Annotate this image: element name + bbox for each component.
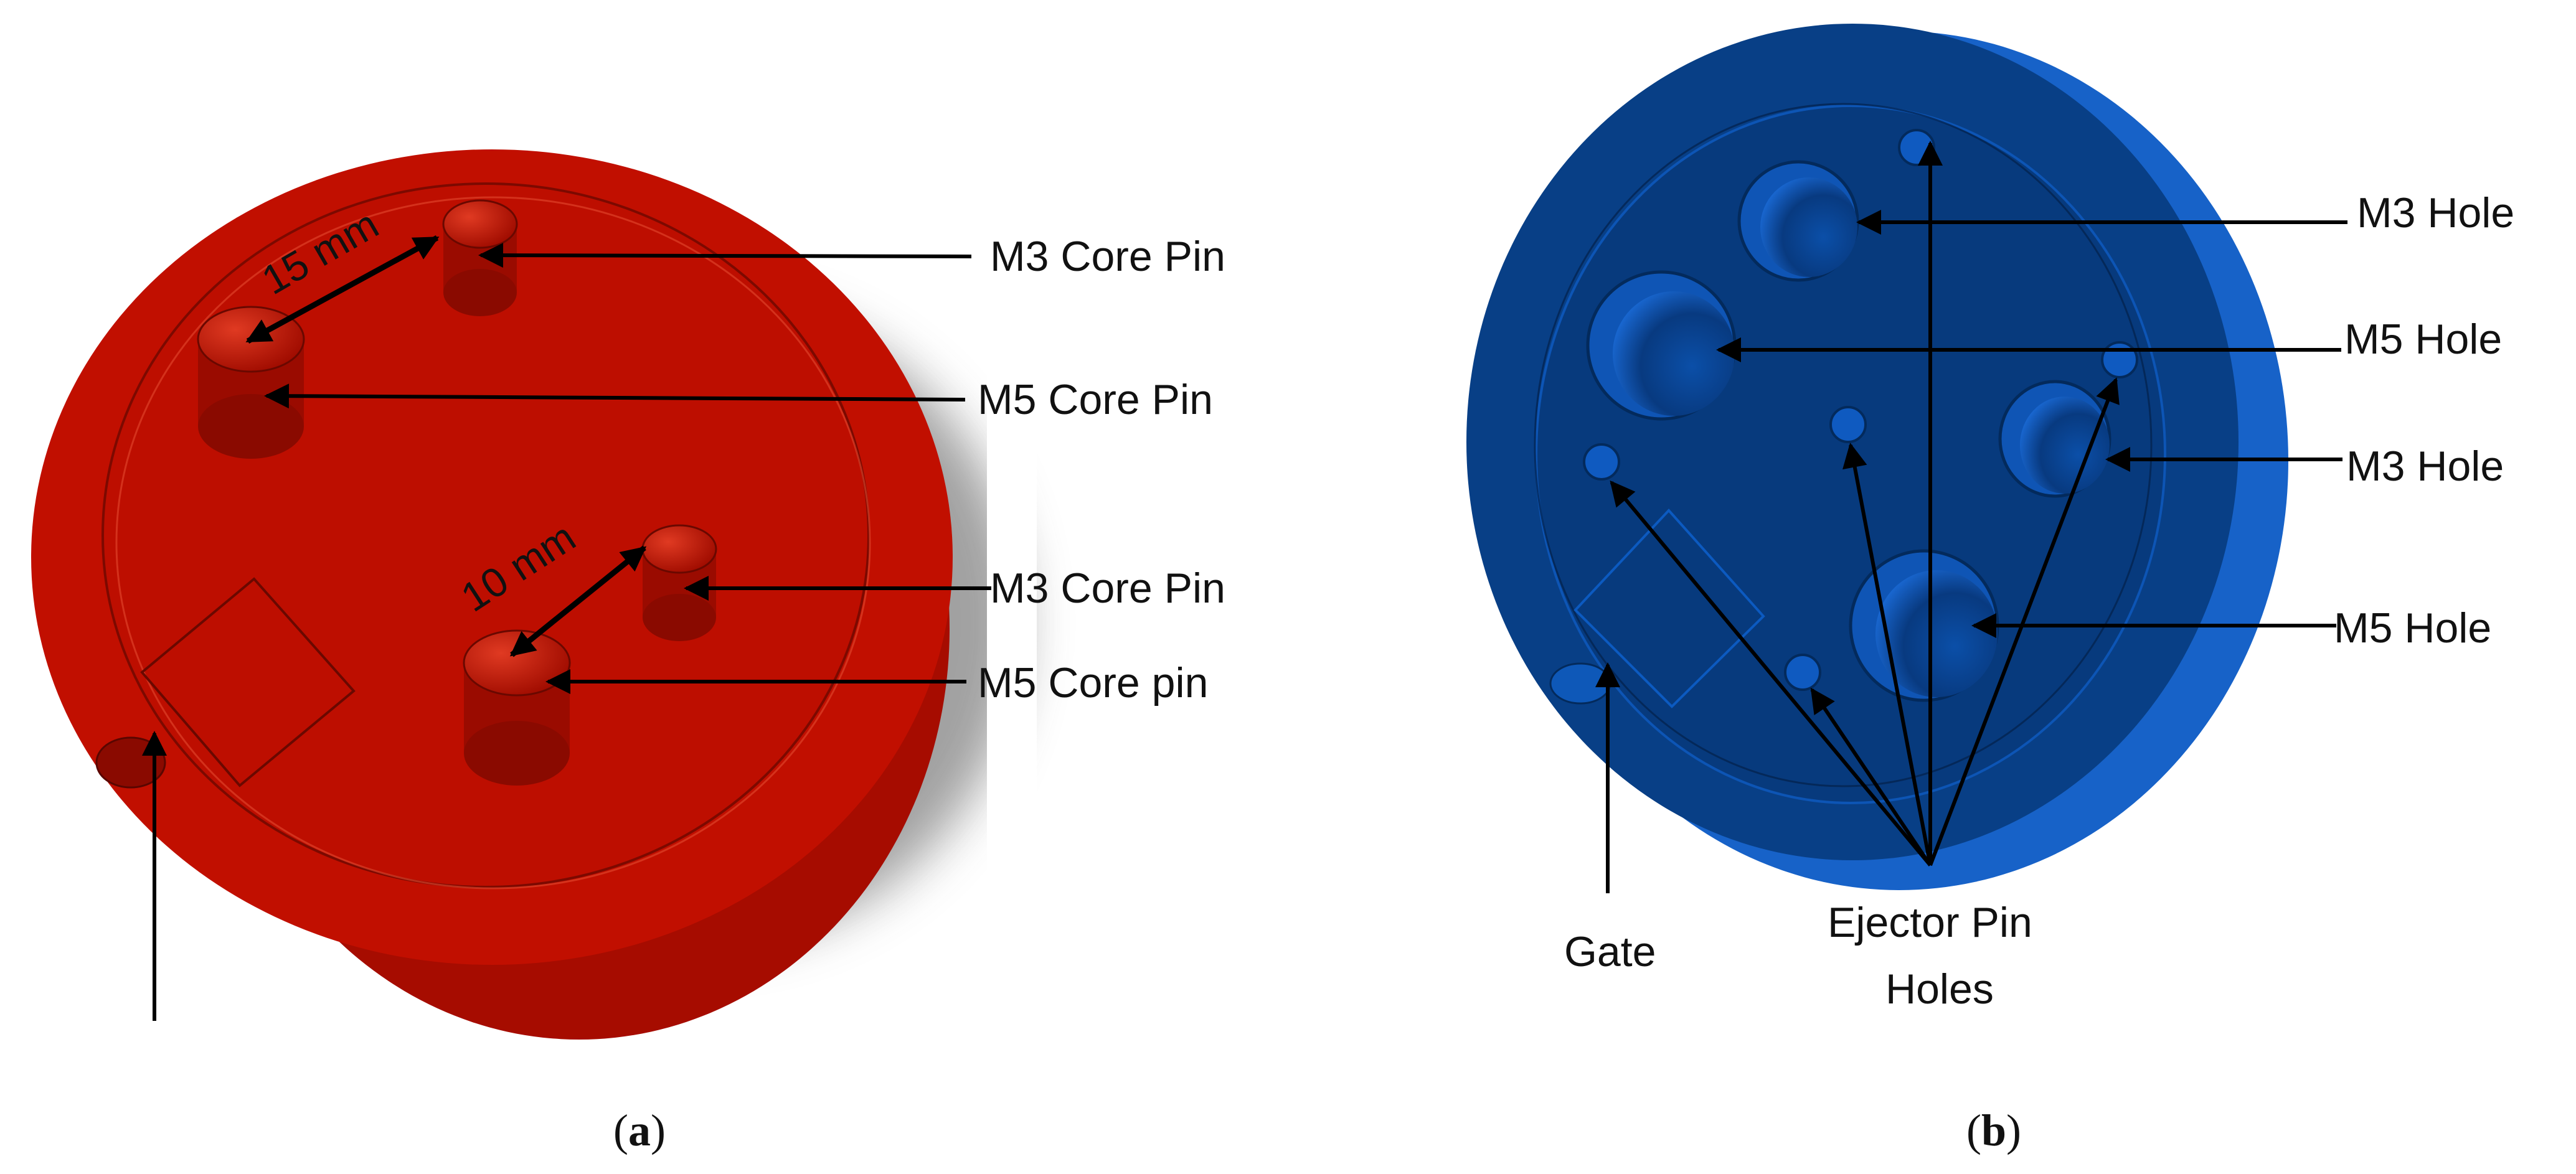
dimension-arrow-bottom bbox=[509, 545, 647, 657]
ejector-pin-hole bbox=[1583, 443, 1620, 481]
mold-a-gate-channel bbox=[140, 577, 356, 787]
mold-b-gate-notch bbox=[1549, 662, 1611, 705]
label-m3-core-pin-top: M3 Core Pin bbox=[990, 233, 1225, 280]
leader-m3-core-pin-top bbox=[478, 243, 972, 268]
label-m5-core-pin-bottom: M5 Core pin bbox=[978, 659, 1208, 707]
label-ejector-line1: Ejector Pin bbox=[1828, 899, 2032, 946]
leader-ejector bbox=[1842, 443, 1932, 866]
ejector-pin-hole bbox=[1784, 654, 1821, 691]
mold-a-shadow-clip bbox=[987, 187, 1037, 1058]
label-m5-hole-top: M5 Hole bbox=[2344, 316, 2502, 363]
mold-b-inner-recess-shadow bbox=[1534, 103, 2153, 787]
label-ejector-line2: Holes bbox=[1885, 965, 1994, 1013]
mold-b-gate-channel bbox=[1573, 509, 1765, 708]
label-m3-hole-top: M3 Hole bbox=[2357, 189, 2514, 237]
label-m3-core-pin-bottom: M3 Core Pin bbox=[990, 565, 1225, 612]
m3-core-pin-bottom bbox=[641, 524, 717, 641]
m3-hole-top bbox=[1737, 160, 1859, 282]
label-gate: Gate bbox=[1564, 928, 1656, 975]
m5-core-pin-bottom bbox=[463, 629, 571, 786]
label-m5-hole-bottom: M5 Hole bbox=[2334, 604, 2491, 652]
leader-ejector bbox=[1610, 480, 1932, 866]
mold-a-inner-recess-edge bbox=[115, 196, 871, 890]
m5-hole-top bbox=[1586, 270, 1737, 421]
leader-m5-core-pin-top bbox=[264, 383, 966, 409]
panel-b: M3 Hole M5 Hole M3 Hole M5 Hole Gate Eje… bbox=[1466, 24, 2514, 1155]
ejector-pin-hole bbox=[2101, 341, 2138, 378]
ejector-pin-hole bbox=[1829, 406, 1867, 443]
label-m3-hole-bottom: M3 Hole bbox=[2346, 443, 2504, 490]
leader-ejector bbox=[1810, 687, 1932, 866]
caption-a: (a) bbox=[613, 1106, 666, 1155]
panel-a: 15 mm 10 mm M3 Core Pin M5 Core Pin M3 C… bbox=[31, 149, 1225, 1155]
m3-core-pin-top bbox=[442, 199, 518, 316]
leader-ejector bbox=[1928, 377, 2120, 866]
label-m5-core-pin-top: M5 Core Pin bbox=[978, 376, 1213, 423]
dimension-arrow-top bbox=[245, 235, 440, 344]
caption-b: (b) bbox=[1966, 1106, 2021, 1155]
m5-hole-bottom bbox=[1849, 549, 1999, 702]
m5-core-pin-top bbox=[197, 306, 305, 459]
